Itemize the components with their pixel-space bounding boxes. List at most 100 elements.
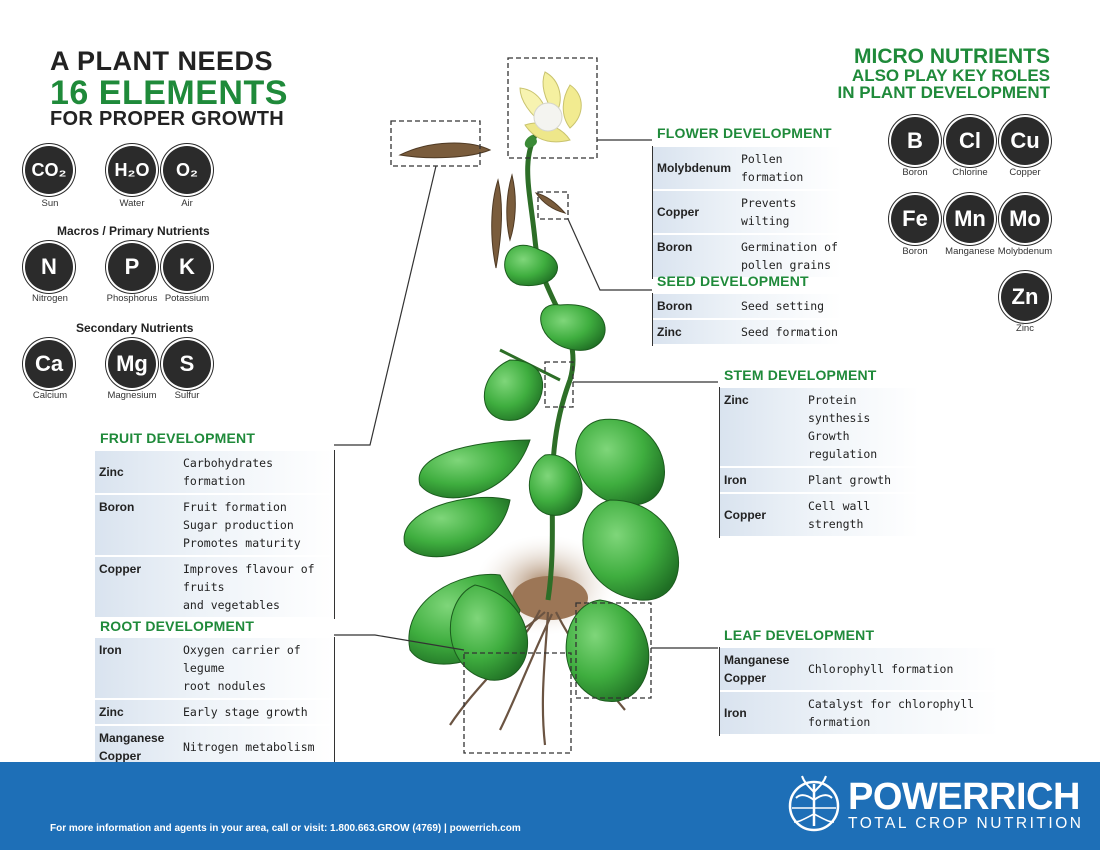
chlorine-label: Chlorine <box>952 167 988 178</box>
roots <box>449 609 626 746</box>
sun-label: Sun <box>41 198 59 209</box>
element-name: Iron <box>724 706 747 720</box>
table-row: Manganese Copper Nitrogen metabolism <box>95 726 334 768</box>
table-row: Boron Fruit formation Sugar production Pr… <box>95 495 334 555</box>
root-title: ROOT DEVELOPMENT <box>100 618 255 634</box>
dash-root <box>463 652 572 754</box>
sulfur-icon: S <box>163 340 211 388</box>
nitrogen-icon: N <box>25 243 73 291</box>
effect-text: Seed formation <box>741 325 838 339</box>
o2-icon: O₂ <box>163 146 211 194</box>
fruit-title: FRUIT DEVELOPMENT <box>100 430 256 446</box>
micro-title: MICRO NUTRIENTS ALSO PLAY KEY ROLES IN P… <box>837 46 1050 101</box>
title-line-2: 16 ELEMENTS <box>50 74 288 112</box>
boron-icon: B <box>891 117 939 165</box>
element-name: Iron <box>724 473 747 487</box>
calcium-icon: Ca <box>25 340 73 388</box>
secondary-heading: Secondary Nutrients <box>76 321 194 335</box>
molybdenum-label: Molybdenum <box>997 246 1053 257</box>
element-name: Zinc <box>99 465 124 479</box>
effect-text: Catalyst for chlorophyll formation <box>808 697 975 729</box>
table-row: Iron Plant growth <box>720 468 919 492</box>
phosphorus-label: Phosphorus <box>106 293 158 304</box>
seed-pods <box>398 142 567 269</box>
leaf-title: LEAF DEVELOPMENT <box>724 627 875 643</box>
macros-heading: Macros / Primary Nutrients <box>57 224 210 238</box>
iron-icon: Fe <box>891 195 939 243</box>
zinc-label: Zinc <box>1016 323 1034 334</box>
molybdenum-icon: Mo <box>1001 195 1049 243</box>
table-row: Boron Germination of pollen grains <box>653 235 842 277</box>
element-name: Boron <box>99 500 135 514</box>
nitrogen-label: Nitrogen <box>32 293 68 304</box>
boron-label: Boron <box>902 167 928 178</box>
micro-title-line-3: IN PLANT DEVELOPMENT <box>837 83 1050 102</box>
table-row: Zinc Carbohydrates formation <box>95 451 334 493</box>
footer-info-text: For more information and agents in your … <box>50 823 521 834</box>
brand-name: POWERRICH <box>848 776 1080 818</box>
element-name: Iron <box>99 643 122 657</box>
micro-title-line-2: ALSO PLAY KEY ROLES <box>851 66 1050 85</box>
micro-title-line-1: MICRO NUTRIENTS <box>854 45 1050 68</box>
element-name: Manganese Copper <box>724 653 790 685</box>
sulfur-label: Sulfur <box>174 390 200 401</box>
effect-text: Fruit formation Sugar production Promote… <box>183 500 301 550</box>
copper-label: Copper <box>1009 167 1041 178</box>
dash-leaf <box>575 602 652 699</box>
fruit-table: Zinc Carbohydrates formation Boron Fruit f… <box>95 450 335 619</box>
element-name: Zinc <box>657 325 682 339</box>
table-row: Zinc Seed formation <box>653 320 842 344</box>
effect-text: Germination of pollen grains <box>741 240 838 272</box>
seed-table: Boron Seed setting Zinc Seed formation <box>652 293 842 346</box>
effect-text: Early stage growth <box>183 705 308 719</box>
dash-seed <box>537 191 569 220</box>
brand-tagline: TOTAL CROP NUTRITION <box>848 815 1084 832</box>
element-name: Boron <box>657 240 693 254</box>
table-row: Zinc Early stage growth <box>95 700 334 724</box>
magnesium-label: Magnesium <box>107 390 157 401</box>
magnesium-icon: Mg <box>108 340 156 388</box>
element-name: Manganese Copper <box>99 731 165 763</box>
element-name: Boron <box>657 299 693 313</box>
table-row: Copper Prevents wilting <box>653 191 842 233</box>
calcium-label: Calcium <box>32 390 68 401</box>
h2o-icon: H₂O <box>108 146 156 194</box>
table-row: Boron Seed setting <box>653 294 842 318</box>
water-label: Water <box>119 198 145 209</box>
effect-text: Carbohydrates formation <box>183 456 274 488</box>
effect-text: Prevents wilting <box>741 196 797 228</box>
seed-title: SEED DEVELOPMENT <box>657 273 809 289</box>
soil-clump <box>512 576 588 620</box>
effect-text: Pollen formation <box>741 152 804 184</box>
effect-text: Nitrogen metabolism <box>183 740 315 754</box>
flower-title: FLOWER DEVELOPMENT <box>657 125 832 141</box>
title-line-3: FOR PROPER GROWTH <box>50 108 284 130</box>
iron-label: Boron <box>902 246 928 257</box>
zinc-icon: Zn <box>1001 273 1049 321</box>
effect-text: Seed setting <box>741 299 825 313</box>
element-name: Zinc <box>724 393 749 407</box>
soil-shadow <box>475 535 615 635</box>
powerrich-logo-icon <box>788 775 840 832</box>
manganese-icon: Mn <box>946 195 994 243</box>
element-name: Zinc <box>99 705 124 719</box>
stem-title: STEM DEVELOPMENT <box>724 367 877 383</box>
stem <box>525 128 576 601</box>
element-name: Copper <box>657 205 699 219</box>
effect-text: Plant growth <box>808 473 892 487</box>
air-label: Air <box>181 198 193 209</box>
dash-flower <box>507 57 598 159</box>
potassium-icon: K <box>163 243 211 291</box>
dash-stem <box>544 361 574 408</box>
phosphorus-icon: P <box>108 243 156 291</box>
leaves <box>403 244 680 702</box>
